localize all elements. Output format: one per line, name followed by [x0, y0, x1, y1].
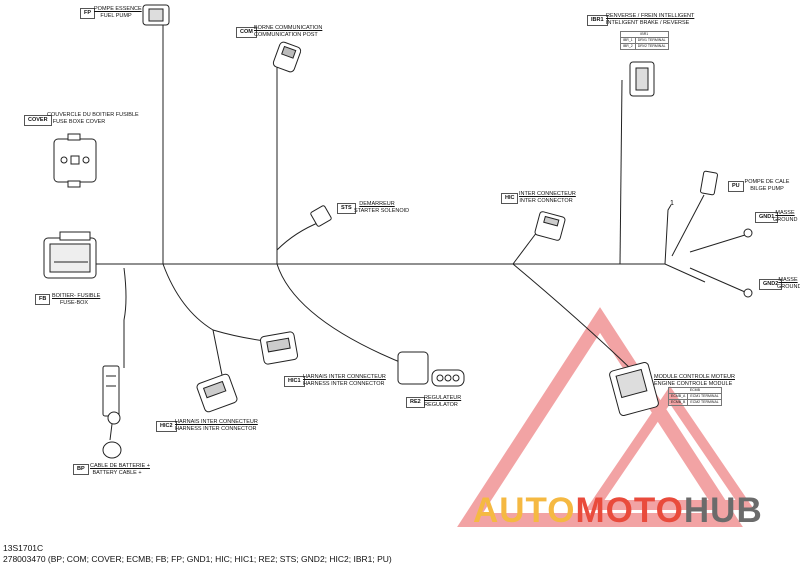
fp-label-fr: POMPE ESSENCE [94, 6, 142, 12]
re2-code: RE2 [406, 397, 425, 408]
gnd1-label-fr: MASSE [775, 210, 795, 216]
watermark-auto: AUTO [473, 491, 576, 530]
fb-label-en: FUSE-BOX [59, 299, 89, 306]
watermark-logo [457, 307, 755, 527]
hic-label-en: INTER CONNECTOR [519, 197, 573, 204]
cover-label-en: FUSE BOXE COVER [52, 118, 106, 125]
sts-code: STS [337, 203, 356, 214]
hic1-code: HIC1 [284, 376, 305, 387]
engine-control-module-connector [609, 362, 659, 416]
ecmb-table-cell: ECMB_A [667, 393, 689, 400]
fuse-box-cover [53, 133, 97, 188]
ibr1-label-fr: RENVERSE / FREIN INTELLIGENT [606, 13, 695, 19]
battery-cable [102, 365, 122, 459]
starter-solenoid-connector [310, 205, 332, 227]
watermark-text: AUTOMOTOHUB [473, 491, 763, 531]
fuel-pump-connector [142, 4, 170, 26]
ibr1-label-en: INTELIGENT BRAKE / REVERSE [606, 19, 690, 26]
ibr1-code: IBR1 [587, 15, 608, 26]
gnd1-code: GND1 [755, 212, 779, 223]
intelligent-brake-connector [629, 61, 655, 97]
hic-code: HIC [501, 193, 519, 204]
inter-connector [534, 211, 566, 241]
pu-code: PU [728, 181, 744, 192]
hic1-label-en: HARNESS INTER CONNECTOR [303, 380, 385, 387]
drawing-number: 13S1701C [3, 543, 44, 553]
fp-label-en: FUEL PUMP [100, 12, 132, 19]
bp-code: BP [73, 464, 89, 475]
ibr1-table-cell: DRV2 TERMINAL [634, 43, 669, 50]
harness-main [96, 24, 746, 376]
sts-label-fr: DEMARREUR [359, 201, 395, 207]
hic2-label-en: HARNESS INTER CONNECTOR [175, 425, 257, 432]
re2-label-en: REGULATOR [424, 401, 458, 408]
parts-list: 278003470 (BP; COM; COVER; ECMB; FB; FP;… [3, 554, 392, 564]
bp-label-fr: CABLE DE BATTERIE + [90, 463, 150, 469]
com-label-fr: BORNE COMMUNICATION [254, 25, 323, 31]
communication-post-connector [272, 41, 302, 73]
com-label-en: COMMUNICATION POST [254, 31, 318, 38]
bp-label: CABLE DE BATTERIE +BATTERY CABLE + [90, 463, 150, 476]
hic2-label-fr: HARNAIS INTER CONNECTEUR [175, 419, 258, 425]
hic-label-fr: INTER CONNECTEUR [519, 191, 576, 197]
cover-code: COVER [24, 115, 52, 126]
ecmb-label-en: ENGINE CONTROLE MODULE [654, 380, 733, 387]
cover-label-fr: COUVERCLE DU BOITIER FUSIBLE [47, 112, 139, 118]
gnd2-label-fr: MASSE [778, 277, 798, 283]
ibr1-table-cell: DRV1 TERMINAL [634, 37, 669, 44]
harness-inter-connector-1 [259, 331, 299, 365]
fb-label-fr: BOITIER- FUSIBLE [52, 293, 101, 299]
watermark-moto: MOTO [575, 491, 684, 530]
fuse-box [43, 231, 97, 279]
sts-label-en: STARTER SOLENOID [354, 207, 410, 214]
ecmb-label-fr: MODULE CONTROLE MOTEUR [654, 374, 735, 380]
re2-label-fr: REGULATEUR [424, 395, 462, 401]
bilge-pump-connector [700, 170, 718, 196]
gnd2-code: GND2 [759, 279, 783, 290]
regulator-connector [397, 351, 465, 387]
gnd1-label-en: GROUND [773, 216, 798, 223]
fb-code: FB [35, 294, 51, 305]
hic2-code: HIC2 [156, 421, 177, 432]
ecmb-table-cell: ECM1 TERMINAL [687, 393, 722, 400]
bp-label-en: BATTERY CABLE + [92, 469, 142, 476]
ibr1-table-cell: IBR_2 [620, 43, 636, 50]
fp-code: FP [80, 8, 96, 19]
ground-terminals [743, 228, 753, 298]
callout-1: 1 [670, 200, 674, 207]
com-code: COM [236, 27, 257, 38]
watermark-hub: HUB [683, 491, 763, 530]
ecmb-table-cell: ECM2 TERMINAL [687, 399, 722, 406]
ecmb-table-cell: ECMB_B [667, 399, 689, 406]
pu-label-en: BILGE PUMP [750, 185, 784, 192]
hic1-label-fr: HARNAIS INTER CONNECTEUR [303, 374, 386, 380]
gnd2-label-en: GROUND [777, 283, 800, 290]
harness-inter-connector-2 [196, 373, 238, 413]
pu-label-fr: POMPE DE CALE [744, 179, 790, 185]
